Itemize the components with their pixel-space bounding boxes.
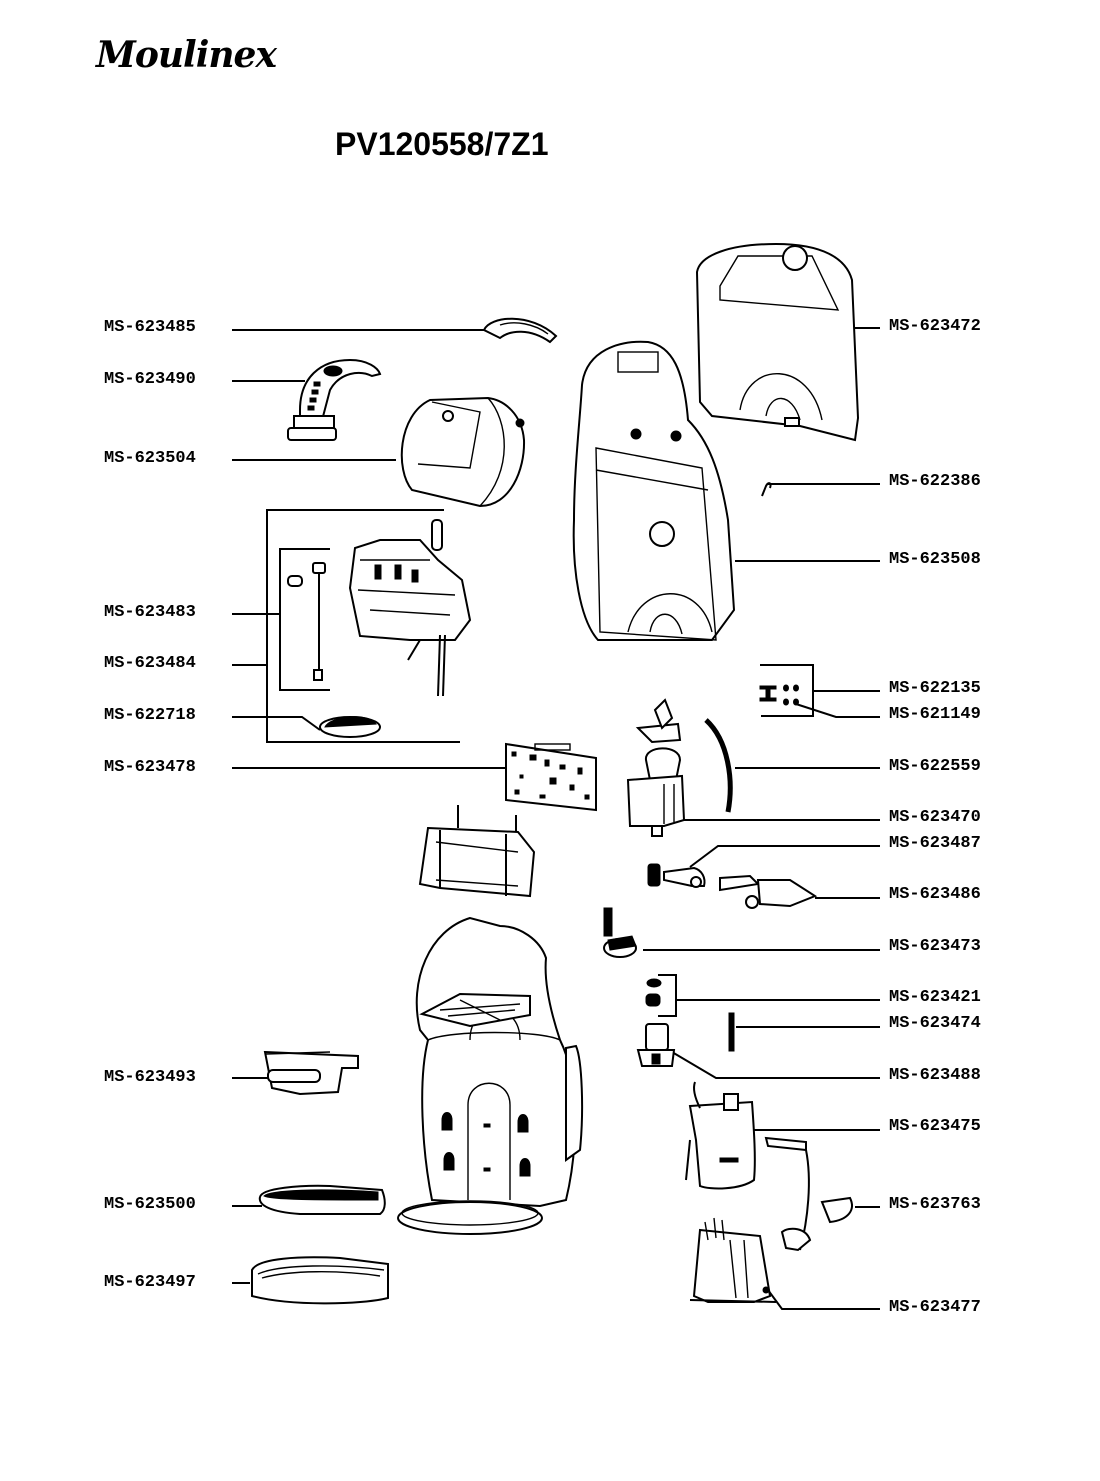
part-tank-cover xyxy=(695,242,860,442)
part-label[interactable]: MS-623497 xyxy=(104,1273,196,1292)
part-label[interactable]: MS-622559 xyxy=(889,757,981,776)
leader-line xyxy=(232,716,321,731)
part-label[interactable]: MS-623508 xyxy=(889,550,981,569)
part-brewing-unit xyxy=(348,519,472,697)
part-label[interactable]: MS-623763 xyxy=(889,1195,981,1214)
model-number: PV120558/7Z1 xyxy=(335,126,549,162)
part-label[interactable]: MS-623477 xyxy=(889,1298,981,1317)
part-label[interactable]: MS-621149 xyxy=(889,705,981,724)
part-label[interactable]: MS-623472 xyxy=(889,317,981,336)
part-connector xyxy=(719,874,818,909)
part-heater xyxy=(685,1081,756,1190)
part-small-pin xyxy=(287,562,326,681)
leader-line xyxy=(689,845,880,868)
part-label[interactable]: MS-623473 xyxy=(889,937,981,956)
part-label[interactable]: MS-623500 xyxy=(104,1195,196,1214)
part-pump xyxy=(626,698,686,837)
part-label[interactable]: MS-623483 xyxy=(104,603,196,622)
part-valve-body xyxy=(636,1023,676,1067)
leader-lines-left xyxy=(232,329,505,1284)
leader-line xyxy=(795,703,880,718)
part-label[interactable]: MS-623504 xyxy=(104,449,196,468)
group-bracket-inner xyxy=(279,548,330,691)
part-housing xyxy=(572,340,736,641)
part-label[interactable]: MS-623490 xyxy=(104,370,196,389)
part-top-trim xyxy=(482,317,558,344)
part-main-body xyxy=(397,916,584,1235)
part-hose xyxy=(704,718,733,813)
part-label[interactable]: MS-623478 xyxy=(104,758,196,777)
part-label[interactable]: MS-623485 xyxy=(104,318,196,337)
part-label[interactable]: MS-623474 xyxy=(889,1014,981,1033)
part-label[interactable]: MS-622135 xyxy=(889,679,981,698)
part-valve xyxy=(319,716,381,738)
part-label[interactable]: MS-623486 xyxy=(889,885,981,904)
part-springs xyxy=(645,978,662,1007)
part-label[interactable]: MS-623488 xyxy=(889,1066,981,1085)
part-thermostat xyxy=(603,907,637,958)
part-cable xyxy=(764,1136,853,1252)
leader-line xyxy=(767,1289,880,1310)
part-label[interactable]: MS-623487 xyxy=(889,834,981,853)
part-control-panel xyxy=(287,358,382,441)
part-fitting xyxy=(647,863,706,888)
part-label[interactable]: MS-622386 xyxy=(889,472,981,491)
part-label[interactable]: MS-623470 xyxy=(889,808,981,827)
part-screw xyxy=(728,1012,735,1052)
part-base-support xyxy=(689,1217,777,1303)
part-spring xyxy=(761,482,772,497)
leader-lines-right xyxy=(643,327,880,1310)
part-label[interactable]: MS-622718 xyxy=(104,706,196,725)
part-label[interactable]: MS-623493 xyxy=(104,1068,196,1087)
part-label[interactable]: MS-623475 xyxy=(889,1117,981,1136)
part-drip-tray xyxy=(251,1256,389,1305)
brand-logo: Moulinex xyxy=(96,34,277,76)
part-drip-grid xyxy=(258,1184,386,1215)
part-capsule-cover xyxy=(400,396,526,508)
part-capsule-tray xyxy=(263,1050,359,1096)
part-frame xyxy=(418,805,536,898)
leader-line xyxy=(671,1051,880,1079)
group-bracket xyxy=(658,974,677,1017)
part-label[interactable]: MS-623484 xyxy=(104,654,196,673)
part-label[interactable]: MS-623421 xyxy=(889,988,981,1007)
group-bracket-outer xyxy=(266,509,460,743)
part-small-seals xyxy=(759,684,799,706)
part-pcb xyxy=(505,742,597,812)
